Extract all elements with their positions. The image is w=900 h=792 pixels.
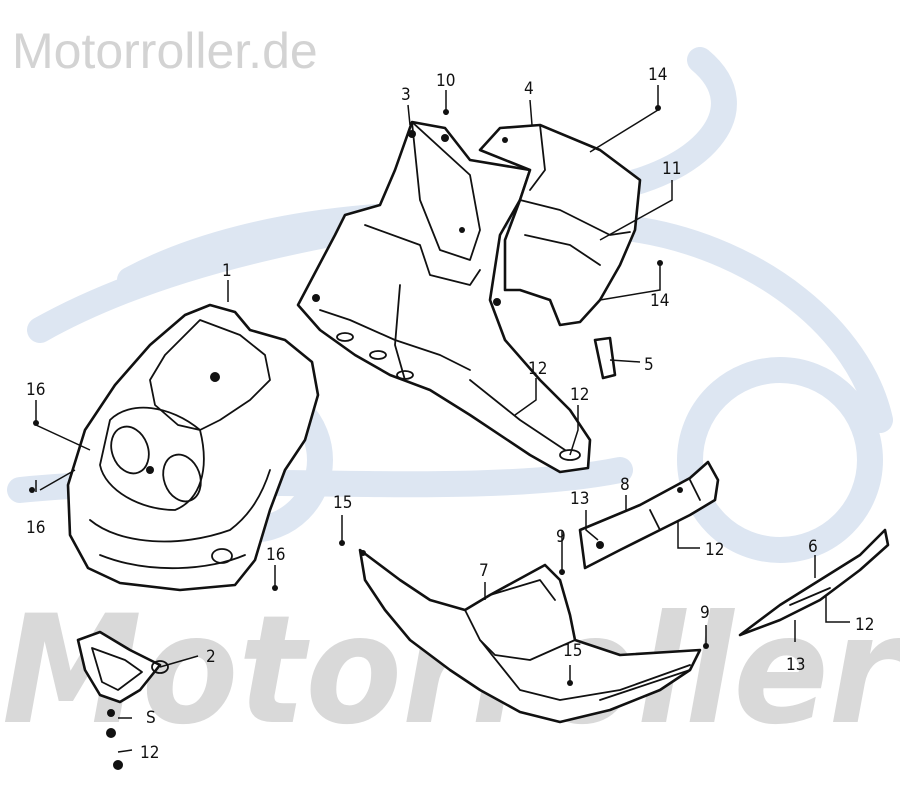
part-side-cover-8 (578, 460, 720, 570)
callout-label: 12 (855, 615, 874, 635)
callout-label: 16 (26, 518, 45, 538)
callout-label: S (146, 708, 156, 728)
part-clip (593, 336, 617, 380)
leader-lines (29, 85, 850, 770)
callout-label: 16 (266, 545, 285, 565)
part-storage-box (478, 123, 642, 327)
callout-label: 16 (26, 380, 45, 400)
part-leg-shield-inner (296, 120, 592, 474)
callout-label: 15 (563, 641, 582, 661)
callout-label: 15 (333, 493, 352, 513)
callout-label: 13 (570, 489, 589, 509)
callout-label: 2 (206, 647, 216, 667)
callout-label: 9 (700, 603, 710, 623)
callout-label: 10 (436, 71, 455, 91)
callout-label: 8 (620, 475, 630, 495)
callout-label: 1 (222, 261, 232, 281)
callout-label: 12 (140, 743, 159, 763)
callout-label: 9 (556, 527, 566, 547)
callout-label: 6 (808, 537, 818, 557)
part-front-shield (66, 303, 320, 592)
part-side-cover-6 (738, 528, 890, 637)
part-bracket (76, 630, 169, 704)
callout-label: 12 (528, 359, 547, 379)
callout-label: 5 (644, 355, 654, 375)
callout-label: 12 (570, 385, 589, 405)
part-floorboard (358, 548, 702, 724)
callout-label: 11 (662, 159, 681, 179)
callout-labels: 1 2 3 4 5 S 6 7 8 9 9 10 11 12 12 12 12 … (26, 65, 874, 763)
callout-label: 12 (705, 540, 724, 560)
watermark-site-text: Motorroller.de (12, 23, 318, 79)
callout-label: 14 (650, 291, 669, 311)
callout-label: 4 (524, 79, 534, 99)
callout-label: 14 (648, 65, 667, 85)
callout-label: 3 (401, 85, 411, 105)
callout-label: 7 (479, 561, 489, 581)
callout-label: 13 (786, 655, 805, 675)
